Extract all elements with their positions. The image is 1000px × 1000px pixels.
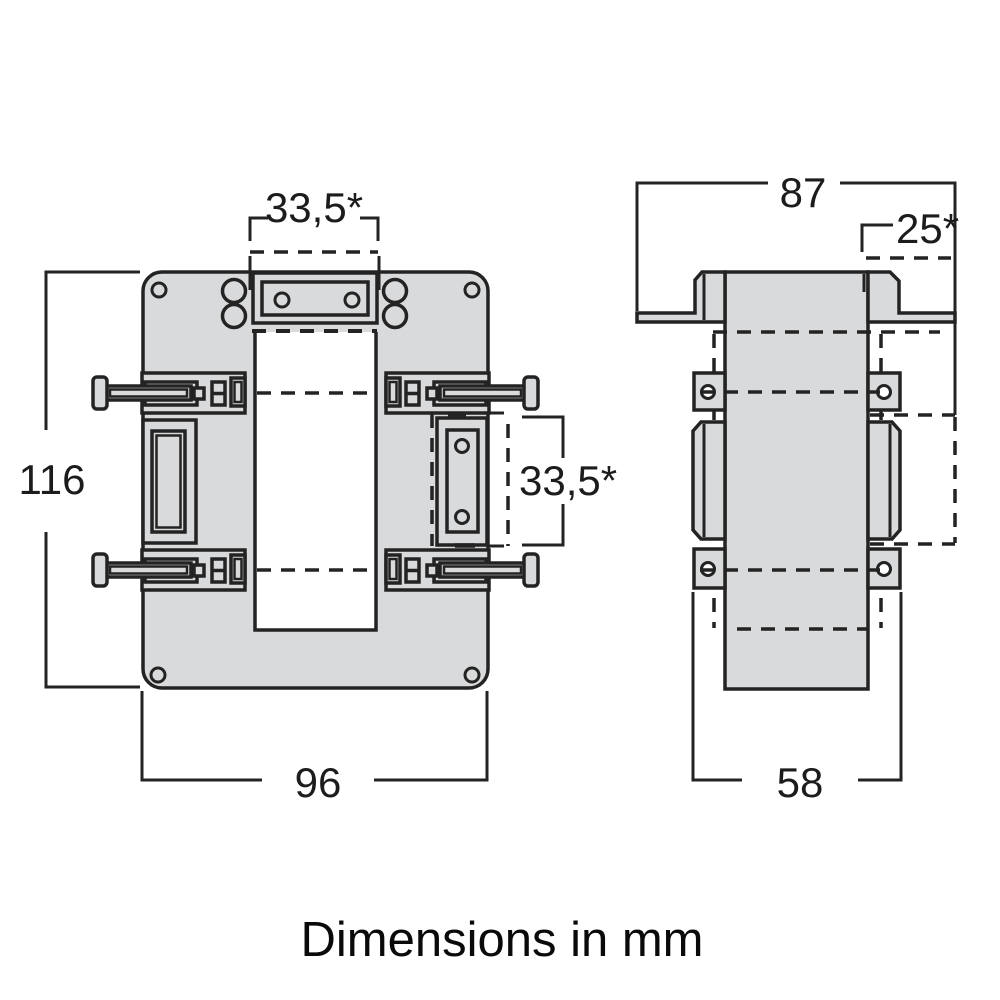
screw-circle <box>381 302 409 330</box>
screw-circle <box>220 302 248 330</box>
left-clamp-detail <box>141 418 198 545</box>
side-body <box>723 270 870 691</box>
dim-side-overall-width: 87 <box>635 169 957 415</box>
dim-front-overall-height: 116 <box>19 270 140 689</box>
dim-front-window-width: 33,5* <box>248 184 380 254</box>
busbar-window <box>255 332 376 630</box>
drawing-caption: Dimensions in mm <box>301 913 704 967</box>
corner-hole <box>149 666 167 684</box>
screw-circle <box>220 277 248 305</box>
dim-side-top-offset-label: 25* <box>896 205 959 252</box>
dim-front-window-height: 33,5* <box>506 415 617 547</box>
right-terminal-detail <box>430 411 504 548</box>
top-terminal-block <box>251 271 379 325</box>
dim-front-overall-width-label: 96 <box>295 759 342 806</box>
corner-hole <box>463 281 481 299</box>
dim-side-body-width: 58 <box>691 592 903 806</box>
side-view: 87 25* 58 <box>635 169 959 806</box>
dim-front-window-height-label: 33,5* <box>519 457 617 504</box>
side-flange-right <box>866 270 957 324</box>
clip-assembly-bottom-right <box>384 548 540 592</box>
clip-assembly-top-right <box>384 371 540 415</box>
dim-side-overall-width-label: 87 <box>780 169 827 216</box>
side-flange-left <box>635 270 727 324</box>
front-view: 33,5* 116 96 33,5* <box>19 184 618 806</box>
dim-side-body-width-label: 58 <box>777 759 824 806</box>
dim-front-overall-width: 96 <box>140 691 489 806</box>
clip-assembly-bottom-left <box>91 548 247 592</box>
dim-front-window-width-label: 33,5* <box>265 184 363 231</box>
corner-hole <box>150 281 168 299</box>
screw-circle <box>381 277 409 305</box>
corner-hole <box>463 666 481 684</box>
dim-front-overall-height-label: 116 <box>19 456 86 503</box>
side-pads <box>691 420 902 541</box>
clip-assembly-top-left <box>91 371 247 415</box>
dim-side-top-offset: 25* <box>860 205 959 260</box>
